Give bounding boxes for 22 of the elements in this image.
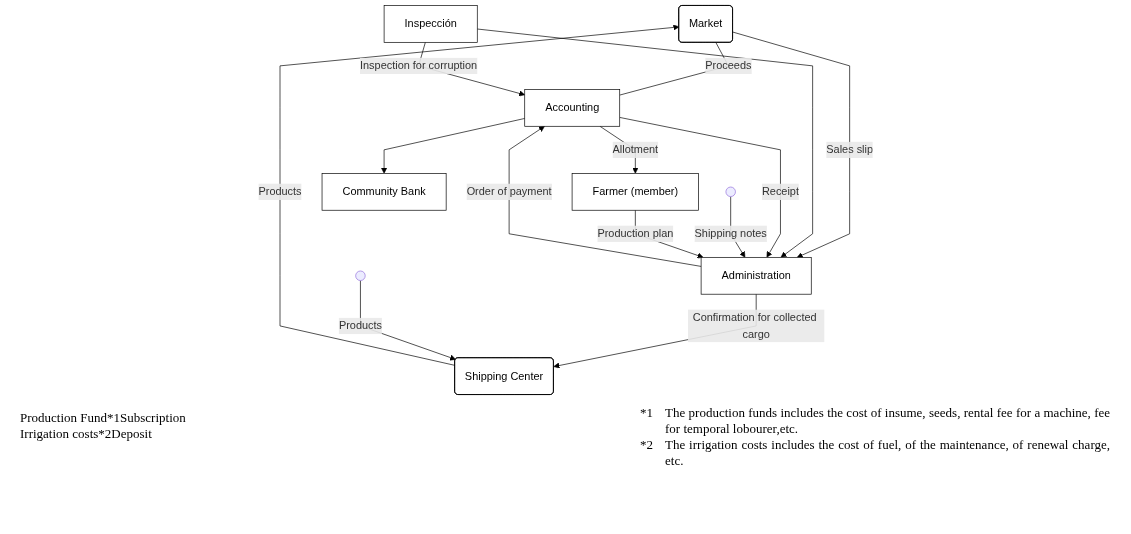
edge-label: Allotment bbox=[612, 143, 658, 156]
edge-label: Order of payment bbox=[466, 185, 552, 198]
edge-label: Production plan bbox=[597, 227, 674, 240]
edge-label: Inspection for corruption bbox=[359, 59, 477, 72]
node-box: Inspección bbox=[383, 5, 478, 43]
edge-label: Confirmation for collected cargo bbox=[692, 311, 817, 340]
edge-label: Proceeds bbox=[705, 59, 752, 72]
edge-label: Receipt bbox=[761, 185, 799, 198]
note-text: Irrigation costs*2Deposit bbox=[20, 426, 153, 442]
node-box: Farmer (member) bbox=[571, 173, 699, 211]
footnote-mark: *2 bbox=[640, 437, 653, 454]
edge-label: Sales slip bbox=[826, 143, 873, 156]
node-box: Community Bank bbox=[321, 173, 447, 211]
footnote-mark: *1 bbox=[640, 405, 653, 422]
edge-label: Products bbox=[338, 319, 382, 332]
footnote-text: The production funds includes the cost of insume, seeds, rental fee for a machine, fee for temporal lobourer,etc. bbox=[665, 405, 1110, 437]
node-box: Accounting bbox=[524, 89, 620, 127]
note-text: Production Fund*1Subscription bbox=[20, 410, 186, 426]
edge-label: Products bbox=[258, 185, 302, 198]
edge-label: Shipping notes bbox=[694, 227, 767, 240]
footnote-text: The irrigation costs includes the cost of fuel, of the maintenance, of renewal charge, etc. bbox=[665, 437, 1110, 469]
node-box: Administration bbox=[700, 257, 812, 295]
